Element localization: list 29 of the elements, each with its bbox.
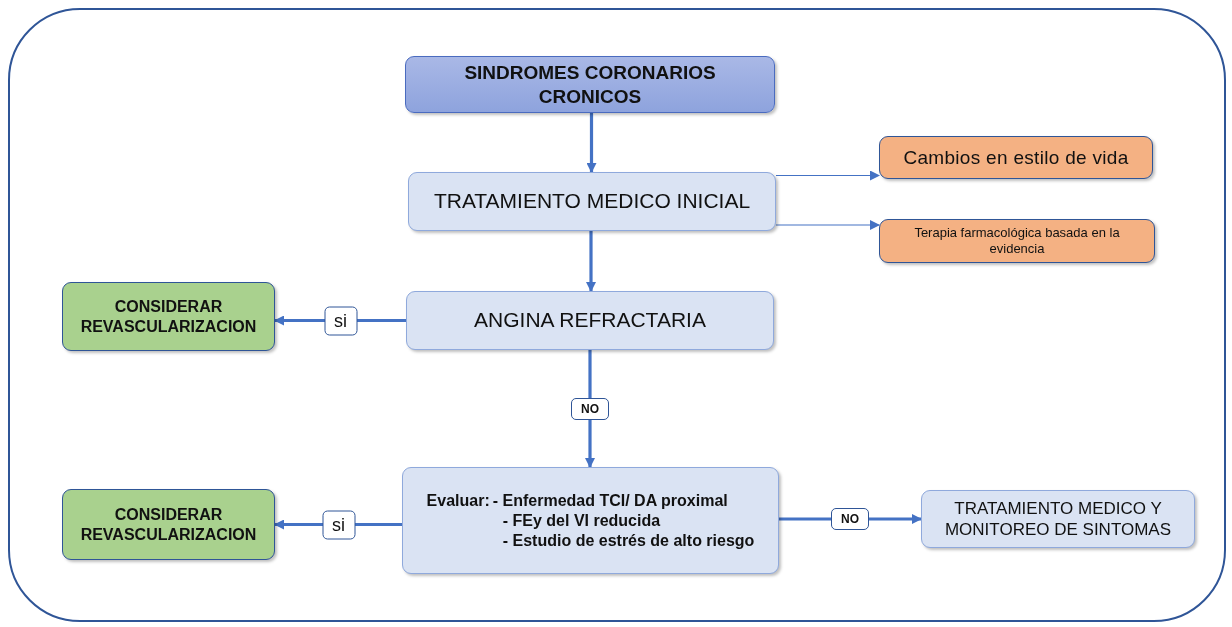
process-box (879, 136, 1153, 179)
process-box (402, 467, 779, 574)
node-text: ANGINA REFRACTARIA (474, 307, 706, 334)
node-heading: Evaluar: (426, 490, 490, 511)
list-item: - FEy del VI reducida (502, 510, 661, 531)
node-text: CONSIDERAR REVASCULARIZACION (79, 504, 258, 545)
node-text: Terapia farmacológica basada en la evidencia (913, 224, 1121, 258)
edge-label: NO (571, 397, 609, 420)
edge-label: NO (831, 508, 869, 530)
process-box (879, 219, 1155, 263)
process-box (405, 56, 775, 113)
process-box (921, 490, 1195, 548)
arrow (586, 231, 596, 292)
process-box (62, 489, 275, 560)
edge-label: si (322, 510, 355, 539)
arrow (775, 170, 880, 181)
process-box (408, 172, 776, 231)
node-text: TRATAMIENTO MEDICO INICIAL (433, 188, 751, 215)
edge-label: si (324, 306, 357, 335)
node-text: CONSIDERAR REVASCULARIZACION (79, 296, 258, 337)
list-item: - Estudio de estrés de alto riesgo (502, 530, 755, 551)
node-text: TRATAMIENTO MEDICO Y MONITOREO DE SINTOMAS (943, 497, 1173, 541)
list-item: - Enfermedad TCI/ DA proximal (492, 490, 728, 511)
process-box (406, 291, 774, 350)
arrow (775, 220, 880, 230)
process-box (62, 282, 275, 351)
arrow (586, 113, 597, 173)
node-text: Cambios en estilo de vida (903, 145, 1129, 170)
node-text: SINDROMES CORONARIOS CRONICOS (463, 60, 717, 109)
